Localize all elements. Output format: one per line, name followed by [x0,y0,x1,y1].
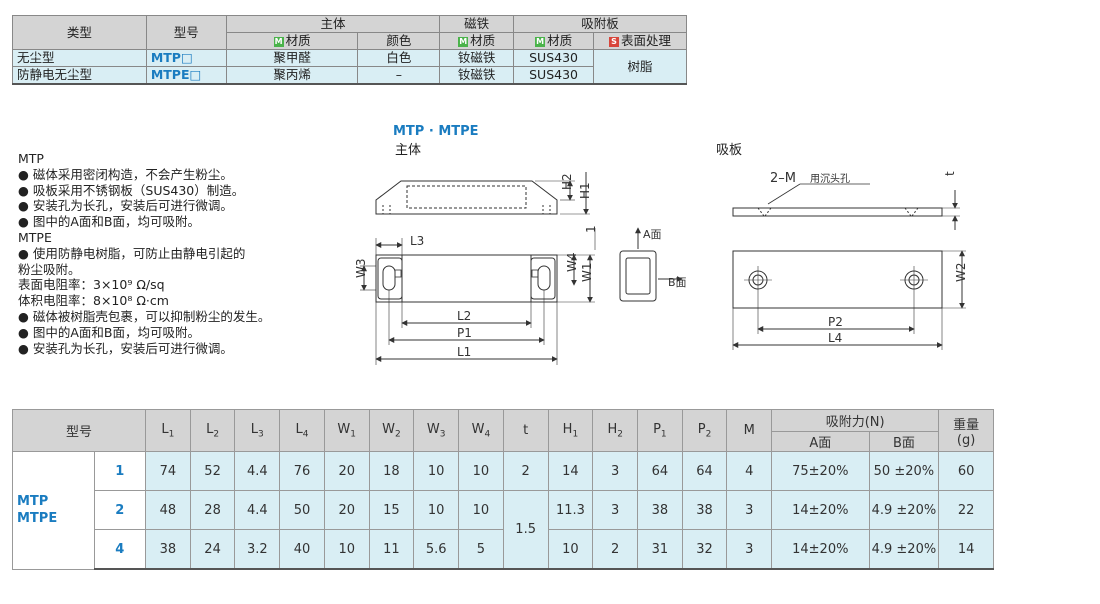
body-end-view: A面 B面 [619,227,687,302]
note-line: MTP [18,151,44,166]
note-line: ● 磁体采用密闭构造，不会产生粉尘。 [18,166,233,182]
a-face-label: A面 [643,228,662,241]
note-line: MTPE [18,229,52,245]
note-line: ● 图中的A面和B面，均可吸附。 [18,214,201,230]
table-row: 4 38 24 3.2 40 10 11 5.6 5 10 2 31 32 3 … [13,529,994,570]
spec-row: 无尘型 MTP□ 聚甲醛 白色 钕磁铁 SUS430 树脂 [12,49,687,85]
dim-label-p1: P1 [457,326,472,340]
note-line: ● 安装孔为长孔，安装后可进行微调。 [18,198,233,214]
note-line: ● 吸板采用不锈钢板（SUS430）制造。 [18,182,245,198]
material-mark-icon: M [273,37,284,47]
dims-header-force: 吸附力(N) [771,409,940,432]
dims-header-model: 型号 [11,409,147,452]
dim-label-h1: H1 [578,182,592,199]
dims-header-w3: W3 [413,409,460,452]
note-line: ● 图中的A面和B面，均可吸附。 [18,324,201,340]
dims-t-merged: 1.5 [502,490,549,570]
countersink-label: 用沉头孔 [810,172,850,185]
drawing-title-plate: 吸板 [716,143,743,158]
dims-header-h2: H2 [592,409,639,452]
plate-top-view: W2 P2 L4 [732,250,968,350]
dim-label-l1: L1 [457,345,471,359]
dims-header-w1: W1 [323,409,370,452]
spec-header-magnet: 磁铁 [439,15,515,33]
spec-header-type: 类型 [12,15,147,50]
b-face-label: B面 [668,276,687,289]
dims-header-l3: L3 [234,409,281,452]
note-line: ● 磁体被树脂壳包裹，可以抑制粉尘的发生。 [18,308,271,324]
spec-row: 防静电无尘型 MTPE□ 聚丙烯 – 钕磁铁 SUS430 [12,66,687,85]
plate-side-view: 2–M 用沉头孔 t [732,171,960,230]
dim-label-one: 1 [584,225,598,233]
dims-header-weight: 重量(g) [938,409,994,452]
dim-label-l2: L2 [457,309,471,323]
dims-header-a-face: A面 [771,431,870,452]
body-side-view: H2 H1 [375,172,592,215]
spec-sub-color: 颜色 [357,32,441,50]
dim-label-w1: W1 [580,263,594,283]
dims-header-h1: H1 [547,409,594,452]
spec-header-body: 主体 [225,15,441,33]
dims-header-l1: L1 [145,409,191,452]
body-top-view: L3 W3 W4 W1 1 L2 P1 L1 [354,225,598,365]
dims-header-m: M [726,409,773,452]
spec-header-plate: 吸附板 [513,15,687,33]
dimensions-table: 型号 L1 L2 L3 L4 W1 W2 W3 W4 t H1 H2 P1 P2… [11,409,994,570]
table-row: 2 48 28 4.4 50 20 15 10 10 1.5 11.3 3 38… [13,490,994,570]
note-line: ● 使用防静电树脂，可防止由静电引起的 [18,245,246,261]
drawing-title-body: 主体 [395,143,422,158]
dims-header-w4: W4 [458,409,504,452]
dim-label-p2: P2 [828,315,843,329]
dim-label-l3: L3 [410,234,424,248]
surface-mark-icon: S [609,37,619,47]
two-m-label: 2–M [770,171,796,186]
feature-notes: MTP ● 磁体采用密闭构造，不会产生粉尘。 ● 吸板采用不锈钢板（SUS430… [18,151,270,356]
dims-header-t: t [502,409,549,452]
dims-header-l2: L2 [189,409,236,452]
dim-label-l4: L4 [828,331,842,345]
drawing-title-model: MTP · MTPE [393,124,479,139]
material-mark-icon: M [535,37,546,47]
dim-label-h2: H2 [560,173,574,190]
dim-label-w4: W4 [565,253,579,273]
dims-header-p1: P1 [637,409,683,452]
dims-header-p2: P2 [681,409,728,452]
note-line: ● 安装孔为长孔，安装后可进行微调。 [18,340,233,356]
dim-label-w3: W3 [354,259,368,279]
dim-label-w2: W2 [954,263,968,283]
material-mark-icon: M [458,37,469,47]
technical-drawing: H2 H1 L3 W3 W4 W1 1 [354,171,968,365]
spec-header-model: 型号 [145,15,227,50]
note-line: 粉尘吸附。 [18,261,81,277]
dims-header-w2: W2 [368,409,415,452]
dims-header-l4: L4 [279,409,325,452]
dim-label-t: t [943,171,957,176]
note-line: 体积电阻率：8×10⁸ Ω·cm [18,293,169,309]
note-line: 表面电阻率：3×10⁹ Ω/sq [18,277,165,293]
spec-surface-value: 树脂 [593,49,687,85]
dims-header-b-face: B面 [868,431,940,452]
